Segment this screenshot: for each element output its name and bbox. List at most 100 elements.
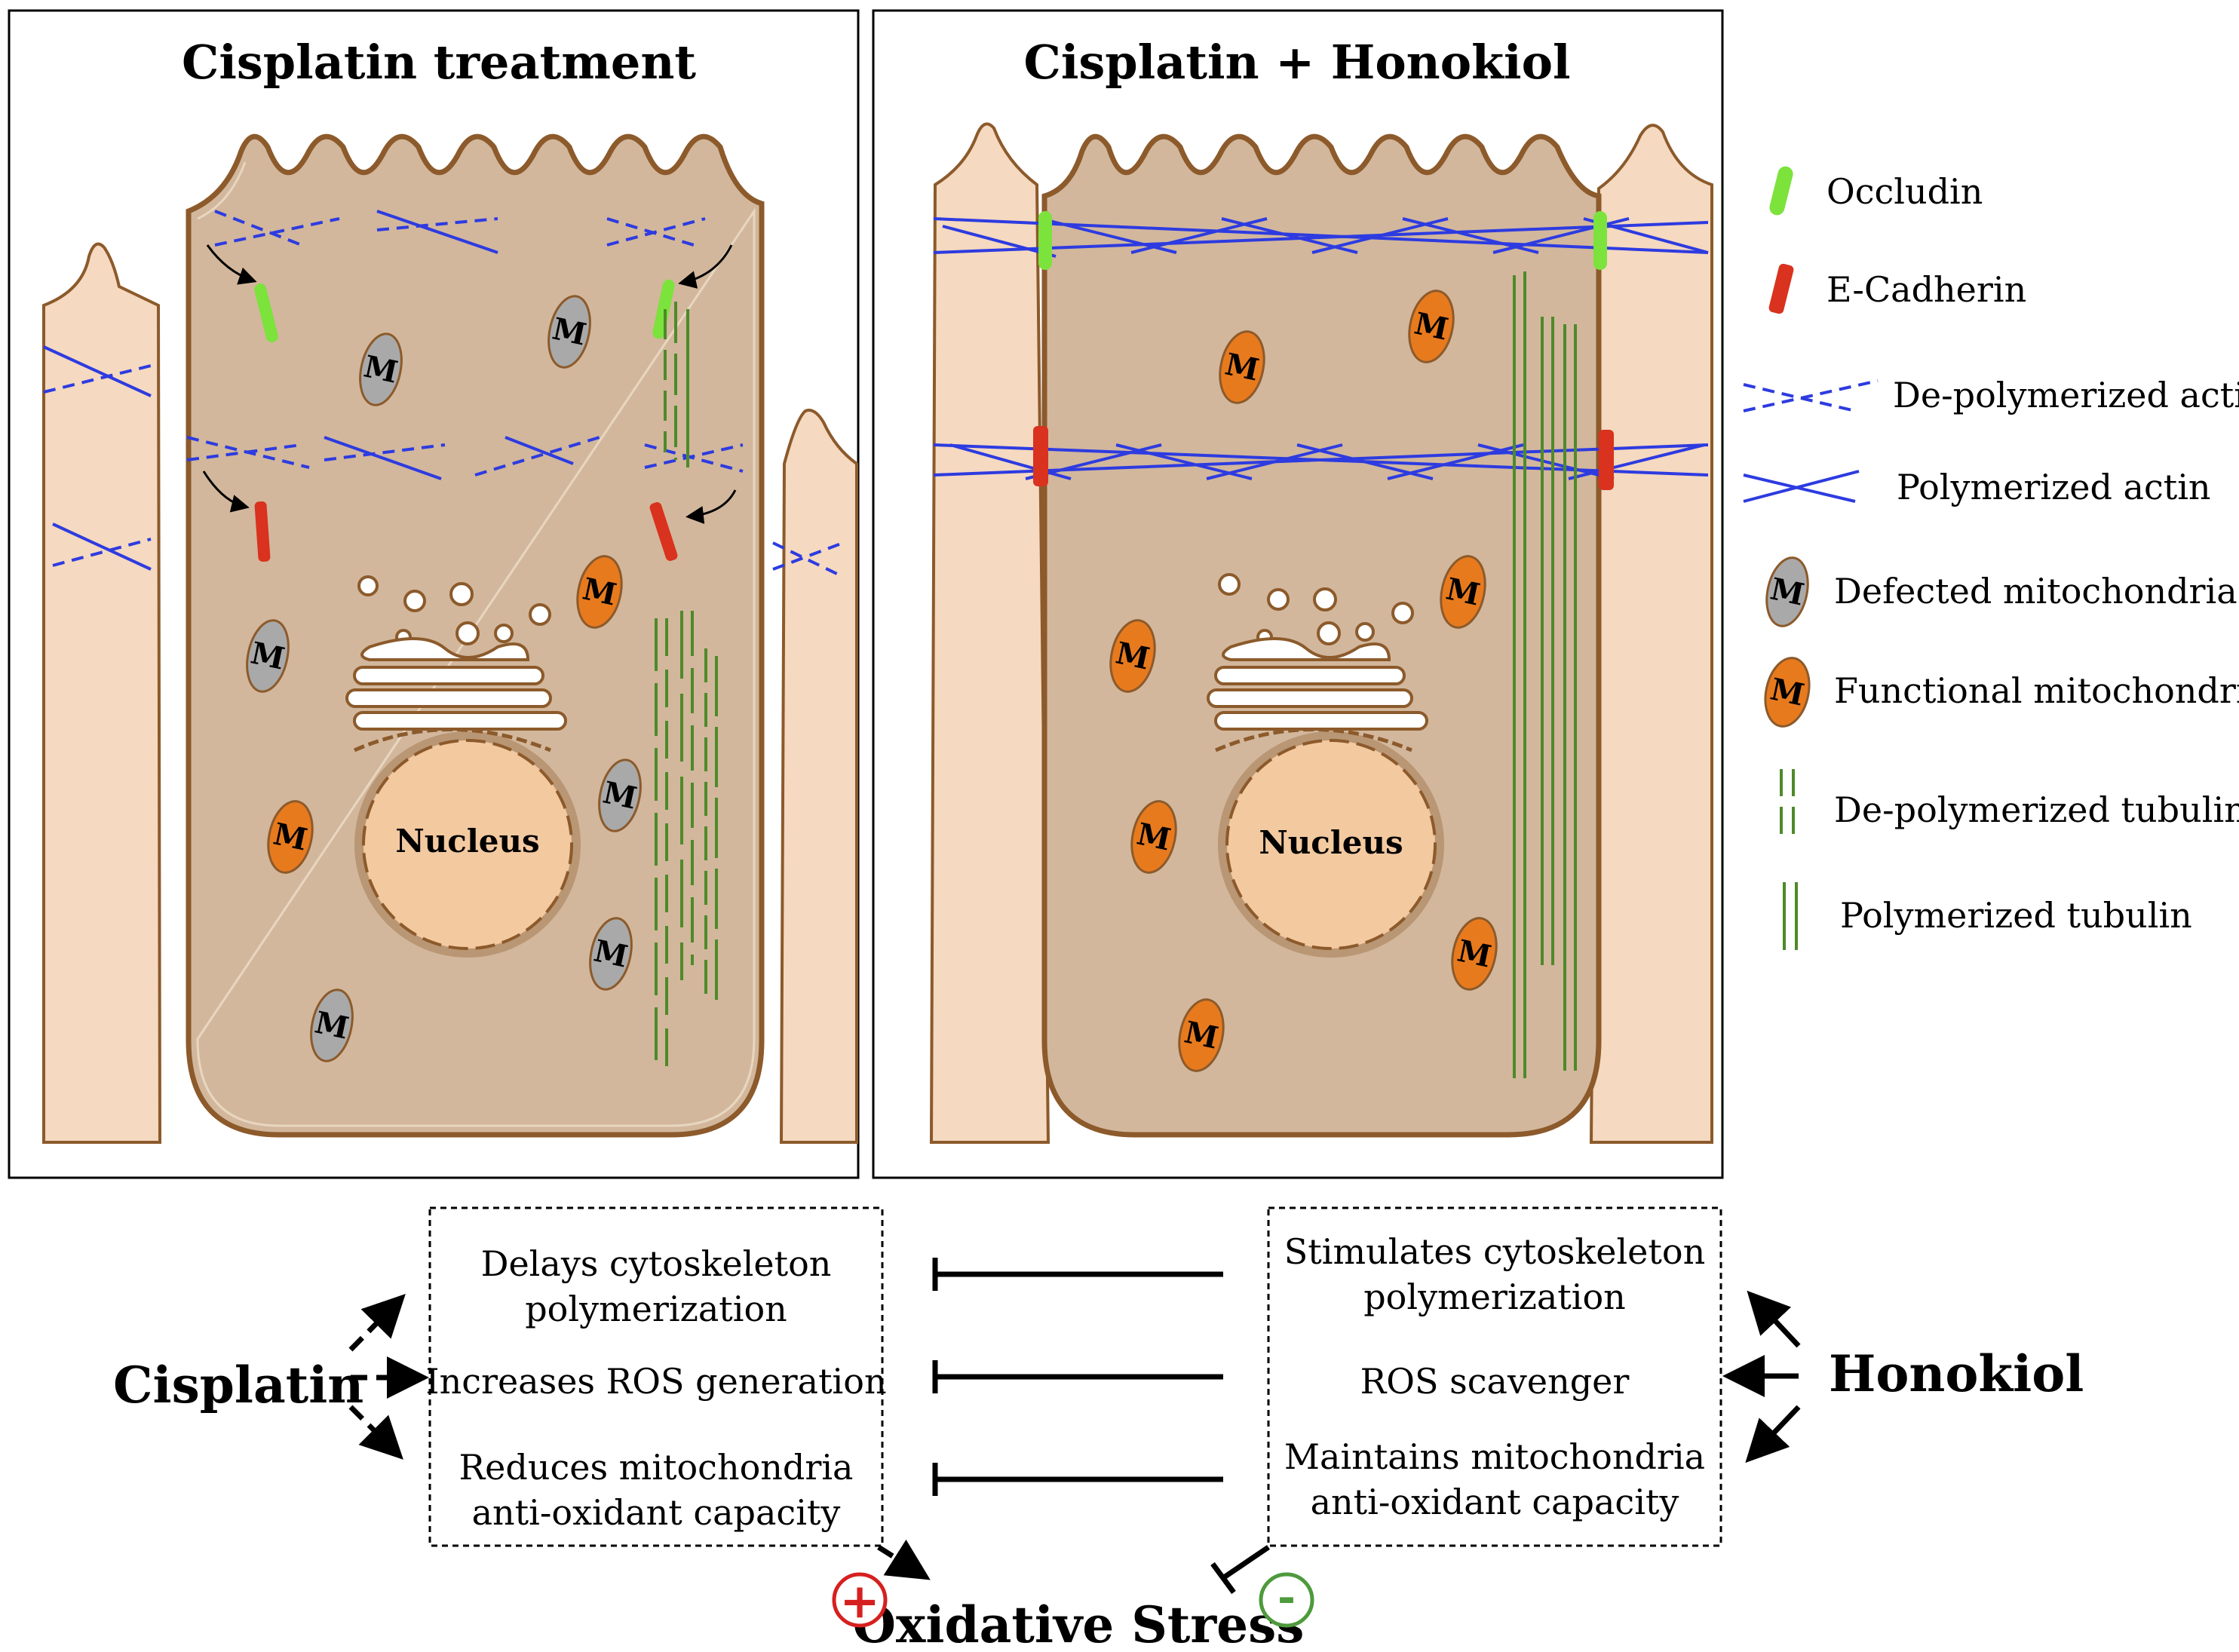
legend-depoly-tubulin-label: De-polymerized tubulin [1834, 789, 2239, 830]
mito-defected: M [310, 988, 354, 1062]
oxidative-stress-label: Oxidative Stress [853, 1595, 1305, 1652]
left-nucleus-label: Nucleus [395, 823, 539, 860]
right-actin-filaments [933, 217, 1709, 480]
honokiol-effect-2: ROS scavenger [1360, 1361, 1630, 1402]
svg-text:M: M [1443, 571, 1483, 612]
legend-defected-mito-swatch: M [1765, 556, 1809, 627]
right-golgi [1207, 573, 1428, 731]
svg-text:M: M [549, 311, 589, 352]
left-ecadherin-1 [254, 501, 271, 562]
honokiol-effects-box [1267, 1206, 1722, 1547]
svg-text:M: M [1133, 816, 1173, 857]
right-panel: Cisplatin + Honokiol [872, 9, 1724, 1179]
legend-occludin-swatch [1769, 166, 1793, 216]
mito-functional: M [1408, 290, 1455, 363]
svg-text:M: M [1767, 671, 1807, 713]
right-occludin-1 [1038, 211, 1052, 270]
minus-badge: - [1259, 1571, 1314, 1628]
svg-text:M: M [360, 348, 400, 390]
cisplatin-effect-1b: polymerization [525, 1289, 787, 1329]
right-ecadherin-2 [1599, 430, 1614, 490]
left-actin-filaments [43, 210, 844, 578]
right-ecadherin-1 [1033, 426, 1048, 486]
plus-badge: + [832, 1572, 888, 1630]
right-tubulin [1513, 271, 1577, 1078]
legend-depoly-tubulin-swatch [1780, 769, 1795, 837]
svg-text:+: + [839, 1574, 880, 1630]
left-neighbor-cell [42, 242, 162, 1144]
svg-text:M: M [1112, 635, 1152, 676]
svg-text:M: M [1767, 571, 1807, 612]
legend-poly-tubulin-swatch [1783, 882, 1798, 950]
svg-text:M: M [270, 816, 310, 857]
svg-text:M: M [1454, 933, 1494, 974]
honokiol-label: Honokiol [1829, 1344, 2084, 1403]
left-ecadherin-2 [649, 502, 678, 561]
legend-occludin-label: Occludin [1826, 171, 1983, 212]
legend: Occludin E-Cadherin De-polymerized actin… [1743, 166, 2239, 950]
right-mitochondria: M M M M M M M [1109, 290, 1498, 1072]
cisplatin-effects-box [428, 1206, 884, 1547]
honokiol-effect-1b: polymerization [1363, 1277, 1626, 1317]
mito-functional: M [1130, 800, 1177, 874]
left-tubulin [655, 302, 718, 1071]
cisplatin-effect-3a: Reduces mitochondria [459, 1447, 854, 1488]
left-displacement-arrows [202, 244, 737, 524]
left-nucleus: Nucleus [354, 731, 581, 958]
svg-text:M: M [1411, 305, 1451, 347]
svg-text:M: M [1181, 1014, 1221, 1056]
legend-functional-mito-swatch: M [1764, 657, 1811, 728]
mito-functional: M [267, 800, 314, 874]
left-neighbor-cell [929, 122, 1050, 1144]
legend-poly-tubulin-label: Polymerized tubulin [1840, 895, 2192, 936]
mito-defected: M [589, 917, 633, 991]
left-occludin-1 [254, 283, 278, 343]
svg-text:M: M [311, 1004, 351, 1046]
svg-text:M: M [600, 774, 639, 816]
mito-functional: M [1109, 619, 1156, 693]
left-panel: Cisplatin treatment [8, 9, 860, 1179]
svg-text:M: M [247, 635, 287, 676]
inhibition-arrows [932, 1258, 1223, 1496]
honokiol-effect-3b: anti-oxidant capacity [1311, 1482, 1679, 1522]
legend-poly-actin-label: Polymerized actin [1897, 467, 2211, 507]
legend-ecadherin-swatch [1768, 263, 1794, 314]
cisplatin-arrows [348, 1294, 931, 1580]
honokiol-effect-3a: Maintains mitochondria [1284, 1436, 1705, 1477]
cisplatin-label: Cisplatin [113, 1356, 363, 1414]
legend-functional-mito-label: Functional mitochondria [1834, 670, 2239, 711]
right-panel-title: Cisplatin + Honokiol [1023, 35, 1570, 90]
mito-functional: M [1178, 998, 1225, 1072]
pathway: Delays cytoskeleton polymerization Incre… [113, 1206, 2084, 1652]
mito-defected: M [598, 759, 642, 832]
left-golgi [345, 575, 567, 731]
honokiol-arrows [1210, 1290, 1801, 1595]
svg-text:M: M [590, 933, 630, 974]
legend-depoly-actin-swatch [1743, 379, 1879, 412]
mito-functional: M [1219, 330, 1265, 404]
right-nucleus: Nucleus [1218, 731, 1444, 958]
legend-poly-actin-swatch [1743, 470, 1860, 503]
svg-text:M: M [1222, 346, 1262, 388]
mito-defected: M [246, 619, 290, 693]
right-nucleus-label: Nucleus [1259, 824, 1403, 861]
right-neighbor-cell [779, 409, 858, 1144]
mito-functional: M [1440, 555, 1486, 629]
cisplatin-effect-1a: Delays cytoskeleton [481, 1243, 832, 1284]
cisplatin-effect-3b: anti-oxidant capacity [472, 1492, 841, 1533]
left-panel-title: Cisplatin treatment [182, 35, 696, 90]
cisplatin-effect-2: Increases ROS generation [425, 1361, 886, 1402]
svg-text:-: - [1277, 1571, 1296, 1623]
honokiol-effect-1a: Stimulates cytoskeleton [1284, 1231, 1705, 1272]
mito-functional: M [576, 555, 623, 629]
legend-ecadherin-label: E-Cadherin [1826, 269, 2026, 310]
mito-defected: M [359, 333, 403, 406]
legend-defected-mito-label: Defected mitochondria [1834, 571, 2237, 611]
right-occludin-2 [1593, 211, 1607, 270]
left-mitochondria: M M M M M M M M [246, 295, 642, 1062]
svg-text:M: M [579, 571, 619, 612]
mito-defected: M [547, 295, 591, 369]
legend-depoly-actin-label: De-polymerized actin [1893, 375, 2239, 415]
mito-functional: M [1451, 917, 1498, 991]
